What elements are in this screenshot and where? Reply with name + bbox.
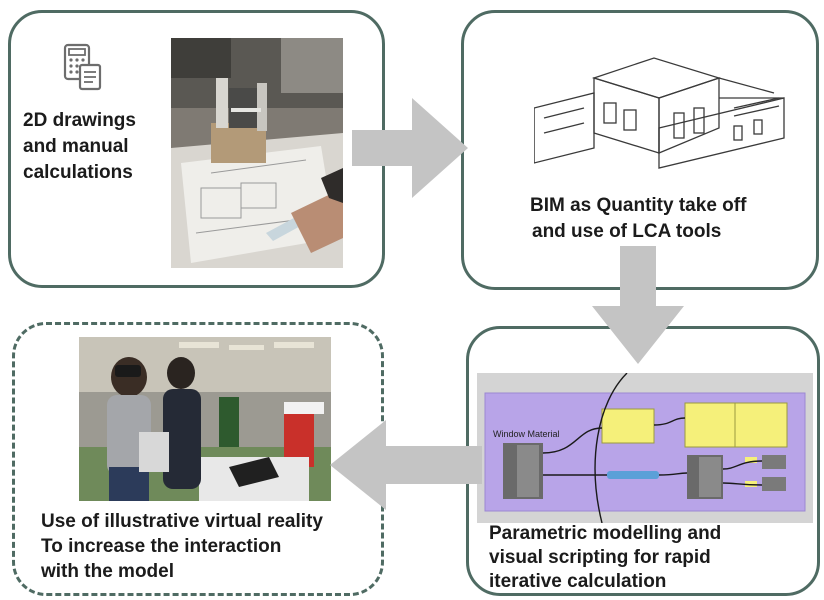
label-line: calculations xyxy=(23,162,133,183)
architecture-model-photo xyxy=(171,38,343,268)
arrow-left xyxy=(330,420,482,510)
calculator-document-icon xyxy=(63,43,102,91)
label-line: and use of LCA tools xyxy=(532,221,722,242)
panel-virtual-reality: Use of illustrative virtual reality To i… xyxy=(12,322,384,596)
label-bim: BIM as Quantity take off and use of LCA … xyxy=(530,193,746,245)
vr-photo xyxy=(79,337,331,501)
label-line: visual scripting for rapid xyxy=(489,547,711,568)
visual-scripting-screenshot: Window Material xyxy=(477,373,813,523)
label-line: To increase the interaction xyxy=(41,536,282,557)
label-line: with the model xyxy=(41,561,174,582)
graph-title: Window Material xyxy=(493,429,560,439)
label-line: BIM as Quantity take off xyxy=(530,195,747,216)
label-line: Use of illustrative virtual reality xyxy=(41,511,323,532)
arrow-down xyxy=(592,246,684,364)
arrow-right xyxy=(352,98,468,198)
label-line: iterative calculation xyxy=(489,571,667,592)
label-2d-drawings: 2D drawings and manual calculations xyxy=(23,108,136,186)
panel-2d-drawings: 2D drawings and manual calculations xyxy=(8,10,385,288)
label-line: Parametric modelling and xyxy=(489,523,722,544)
panel-parametric: Window Material Parametric modelling and… xyxy=(466,326,820,596)
label-vr: Use of illustrative virtual reality To i… xyxy=(41,509,323,584)
label-line: 2D drawings xyxy=(23,110,136,131)
label-line: and manual xyxy=(23,136,129,157)
bim-house-drawing xyxy=(534,57,785,169)
panel-bim: BIM as Quantity take off and use of LCA … xyxy=(461,10,819,290)
label-parametric: Parametric modelling and visual scriptin… xyxy=(489,522,721,594)
